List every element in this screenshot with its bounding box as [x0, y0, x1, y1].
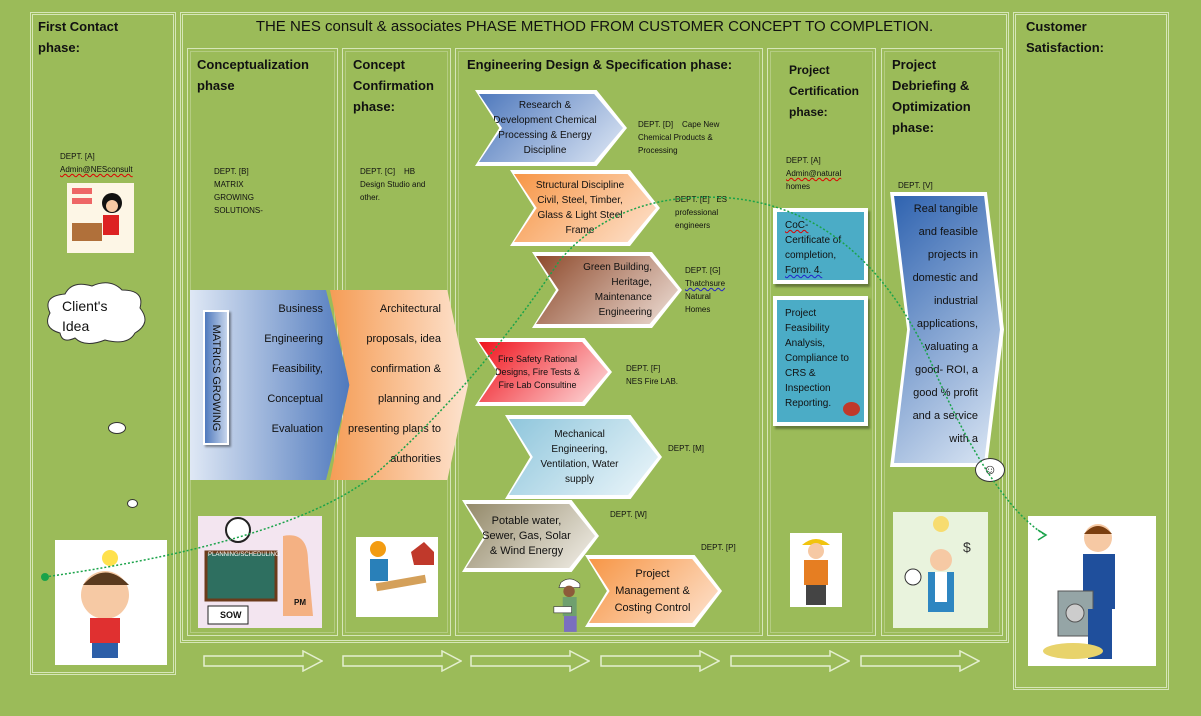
dept-name: Admin@natural [786, 169, 842, 178]
planning-scheduling-image: PLANNING/SCHEDULING SOW PM [198, 516, 322, 628]
coc-title: CoC- [785, 220, 809, 231]
dept-p-label: DEPT. [P] [701, 543, 736, 552]
phase-confirmation: Concept Confirmation phase: [353, 57, 434, 114]
chevron-research-development: Research & Development Chemical Processi… [475, 90, 627, 166]
flow-arrow [203, 650, 323, 672]
chevron-text: Research & Development Chemical Processi… [493, 100, 597, 156]
dept-code: DEPT. [F] [626, 364, 661, 373]
matrics-description: Business Engineering Feasibility, Concep… [264, 303, 323, 435]
boy-idea-image [55, 540, 167, 665]
chevron-text: Mechanical Engineering, Ventilation, Wat… [540, 429, 619, 485]
thought-bubble [127, 499, 138, 508]
dept-name: engineers [675, 221, 711, 230]
pm-label: PM [294, 598, 306, 607]
planning-label: PLANNING/SCHEDULING [208, 552, 280, 558]
dept-code: DEPT. [B] [214, 167, 249, 176]
engineer-man-image [545, 576, 583, 632]
smiley-icon: ☺ [975, 458, 1005, 482]
flow-arrow [470, 650, 590, 672]
phase-conceptualization: Conceptualization phase [197, 57, 309, 93]
matrics-growing-label: MATRICS GROWING [203, 310, 229, 445]
phase-satisfaction: Customer Satisfaction: [1026, 19, 1105, 55]
flow-arrow [730, 650, 850, 672]
dept-name: GROWING [214, 193, 254, 202]
dept-a2-label: DEPT. [A] Admin@natural homes [786, 154, 841, 193]
chevron-text: Project Management & Costing Control [614, 567, 691, 614]
phase-certification: Project Certification phase: [789, 63, 860, 119]
dept-name: Chemical Products & [638, 133, 713, 142]
chevron-text: Green Building, Heritage, Maintenance En… [583, 262, 652, 318]
dept-name: homes [786, 182, 811, 191]
dept-b-label: DEPT. [B] MATRIX GROWING SOLUTIONS- [214, 165, 263, 217]
client-idea-text: Client's Idea [62, 298, 108, 334]
dept-code: DEPT. [D] Cape New [638, 120, 720, 129]
dept-c-label: DEPT. [C] HB Design Studio and other. [360, 165, 425, 204]
dept-w-label: DEPT. [W] [610, 510, 647, 519]
phase-engineering: Engineering Design & Specification phase… [467, 57, 733, 72]
svg-text:$: $ [963, 539, 971, 555]
dept-name: professional [675, 208, 719, 217]
dept-e-label: DEPT. [E] ES professional engineers [675, 193, 727, 232]
dept-name: Homes [685, 305, 711, 314]
designer-image [356, 537, 438, 617]
coc-form: Form. 4. [785, 265, 823, 276]
architectural-description: Architectural proposals, idea confirmati… [348, 303, 441, 465]
dept-name: other. [360, 193, 381, 202]
phase-debriefing: Project Debriefing & Optimization phase: [892, 57, 971, 135]
page-title: THE NES consult & associates PHASE METHO… [255, 18, 934, 35]
flow-arrow [600, 650, 720, 672]
construction-worker-image [790, 533, 842, 607]
dept-name: Design Studio and [360, 180, 426, 189]
dept-code: DEPT. [C] HB [360, 167, 416, 176]
chevron-text: Structural Discipline Civil, Steel, Timb… [535, 180, 625, 236]
flow-arrow [860, 650, 980, 672]
dept-code: DEPT. [A] [786, 156, 821, 165]
dept-code: DEPT. [G] [685, 266, 721, 275]
dept-code: DEPT. [E] ES [675, 195, 728, 204]
dept-name: Natural [685, 292, 711, 301]
dept-name: Processing [638, 146, 678, 155]
dept-v-label: DEPT. [V] [898, 181, 933, 190]
sow-label: SOW [220, 610, 242, 620]
dept-m-label: DEPT. [M] [668, 444, 705, 453]
dept-f-label: DEPT. [F] NES Fire LAB. [626, 362, 678, 388]
debriefing-text: Real tangible and feasible projects in d… [912, 203, 978, 445]
seal-icon [843, 402, 860, 416]
coc-certificate-box: CoC- Certificate of completion, Form. 4. [773, 208, 868, 284]
thought-bubble [108, 422, 126, 434]
dept-name: MATRIX [214, 180, 244, 189]
chevron-text: Fire Safety Rational Designs, Fire Tests… [495, 353, 580, 390]
dept-code: DEPT. [A] [60, 152, 95, 161]
chevron-text: Potable water, Sewer, Gas, Solar & Wind … [482, 514, 571, 557]
phase-first-contact: First Contact phase: [38, 19, 119, 55]
flow-arrow [342, 650, 462, 672]
dept-name: Thatchsure [685, 279, 726, 288]
dept-name: Admin@NESconsult [60, 165, 133, 174]
matrics-text: MATRICS GROWING [210, 324, 222, 431]
business-optimization-image: $ [893, 512, 988, 628]
admin-woman-image [67, 183, 134, 253]
dept-a-label: DEPT. [A] Admin@NESconsult [60, 150, 133, 176]
dept-name: NES Fire LAB. [626, 377, 679, 386]
satisfied-customer-image [1028, 516, 1156, 666]
dept-name: SOLUTIONS- [214, 206, 263, 215]
coc-text: Certificate of completion, [785, 235, 842, 261]
